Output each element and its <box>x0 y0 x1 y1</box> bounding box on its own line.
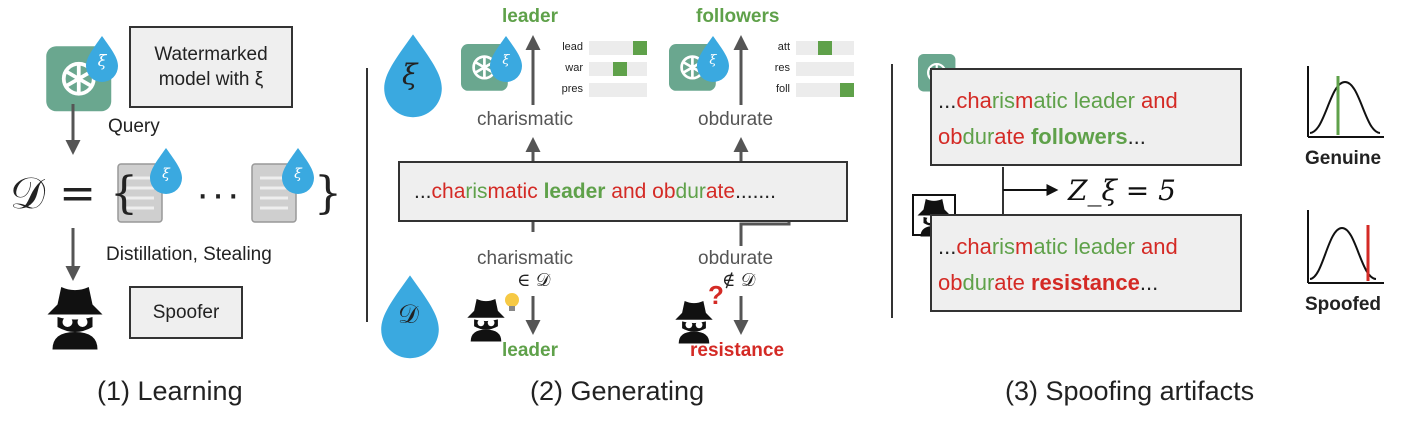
distillation-label: Distillation, Stealing <box>106 244 272 265</box>
sentence-segments: charismatic leader and obdurate <box>432 180 736 203</box>
text-segment: atic <box>1033 234 1074 259</box>
text-segment: ris <box>465 180 488 203</box>
generated-sentence-box: ...charismatic leader and obdurate......… <box>398 161 848 222</box>
text-segment: dur <box>675 180 706 203</box>
token-bar-track <box>589 41 647 55</box>
text-segment: ob <box>652 180 676 203</box>
genuine-text-box: ...charismatic leader and obdurate follo… <box>930 68 1242 166</box>
dataset-symbol: 𝒟 = { <box>10 168 138 219</box>
spoofer-spy-icon <box>47 287 103 350</box>
context-charismatic-bottom: charismatic <box>477 248 574 269</box>
spoofed-label: Spoofed <box>1305 294 1381 315</box>
query-label: Query <box>108 116 160 137</box>
token-bar-track <box>796 41 854 55</box>
token-bar-label: res <box>774 62 790 74</box>
text-segment: atic <box>1033 88 1074 113</box>
text-segment: leader <box>1073 88 1142 113</box>
genuine-text-line1: ...charismatic leader and <box>932 88 1178 114</box>
text-segment: leader <box>1073 234 1142 259</box>
token-bar-label: war <box>565 62 583 74</box>
text-segment: ate <box>994 124 1031 149</box>
token-bar-label: pres <box>561 83 583 95</box>
text-segment: m <box>487 180 506 203</box>
svg-text:ξ: ξ <box>162 166 171 182</box>
text-segment: dur <box>962 124 995 149</box>
text-segment: and <box>1141 234 1178 259</box>
text-segment: ate <box>705 180 736 203</box>
sentence-prefix: ... <box>414 180 432 203</box>
bottom-word-leader: leader <box>502 340 558 361</box>
text-segment: ris <box>991 234 1016 259</box>
text-segment: ob <box>938 124 963 149</box>
text-segment: followers <box>1030 124 1128 149</box>
membership-in-d: ∈ 𝒟 <box>517 270 551 291</box>
bottom-word-resistance: resistance <box>690 340 785 361</box>
token-bar-label: att <box>777 41 790 53</box>
text-segment: ob <box>938 270 963 295</box>
caption-learning: (1) Learning <box>97 376 243 406</box>
text-segment: ... <box>938 234 957 259</box>
spy-icon-lightbulb <box>467 299 505 342</box>
svg-text:ξ: ξ <box>294 166 303 182</box>
xi-drop-label: ξ <box>402 58 418 91</box>
token-bar-track <box>589 83 647 97</box>
svg-text:ξ: ξ <box>709 53 717 68</box>
token-bar-track <box>796 62 854 76</box>
svg-text:ξ: ξ <box>502 53 510 68</box>
text-segment: resistance <box>1030 270 1140 295</box>
watermarked-model-box: Watermarked model with ξ <box>129 26 293 108</box>
membership-not-in-d: ∉ 𝒟 <box>722 270 756 291</box>
token-bar-fill <box>633 41 647 55</box>
token-bar-label: foll <box>775 83 790 95</box>
top-word-followers: followers <box>696 6 780 27</box>
svg-text:ξ: ξ <box>98 51 108 70</box>
text-segment: ris <box>991 88 1016 113</box>
genuine-label: Genuine <box>1305 148 1382 169</box>
text-segment: ... <box>1127 124 1146 149</box>
text-segment: ate <box>994 270 1031 295</box>
caption-generating: (2) Generating <box>530 376 705 406</box>
spoofed-text-box: ...charismatic leader and obdurate resis… <box>930 214 1242 312</box>
token-bar-fill <box>818 41 832 55</box>
spoofed-plot <box>1307 210 1384 284</box>
context-obdurate-top: obdurate <box>698 109 774 130</box>
text-segment: atic <box>505 180 544 203</box>
question-mark-icon: ? <box>708 280 724 310</box>
dataset-close-brace: } <box>314 168 342 219</box>
genuine-text-line2: obdurate followers... <box>932 124 1146 150</box>
genuine-plot <box>1307 66 1384 138</box>
token-bar-track <box>589 62 647 76</box>
d-drop-label: 𝒟 <box>398 300 419 330</box>
text-segment: ... <box>938 88 957 113</box>
watermarked-model-label: Watermarked model with ξ <box>154 44 268 90</box>
text-segment: m <box>1015 88 1034 113</box>
top-word-leader: leader <box>502 6 558 27</box>
token-bar-fill <box>613 62 627 76</box>
spoofer-box: Spoofer <box>129 286 243 339</box>
context-obdurate-bottom: obdurate <box>698 248 774 269</box>
token-bar-track <box>796 83 854 97</box>
text-segment: cha <box>956 88 992 113</box>
sentence-suffix: ....... <box>735 180 776 203</box>
generated-sentence: ...charismatic leader and obdurate......… <box>414 180 776 204</box>
context-charismatic-top: charismatic <box>477 109 574 130</box>
text-segment: cha <box>431 180 466 203</box>
token-bar-fill <box>840 83 854 97</box>
text-segment: m <box>1015 234 1034 259</box>
text-segment: and <box>1141 88 1178 113</box>
zscore-label: Z_ξ = 5 <box>1068 174 1176 207</box>
caption-spoofing-artifacts: (3) Spoofing artifacts <box>1005 376 1255 406</box>
text-segment: and <box>605 180 653 203</box>
spoofed-text-line2: obdurate resistance... <box>932 270 1158 296</box>
text-segment: leader <box>543 180 606 203</box>
token-bar-label: lead <box>562 41 583 53</box>
spoofed-text-line1: ...charismatic leader and <box>932 234 1178 260</box>
lightbulb-icon <box>505 293 519 307</box>
ellipsis: ··· <box>196 172 242 216</box>
spoofer-label: Spoofer <box>152 301 220 323</box>
text-segment: cha <box>956 234 992 259</box>
text-segment: dur <box>962 270 995 295</box>
text-segment: ... <box>1139 270 1159 295</box>
